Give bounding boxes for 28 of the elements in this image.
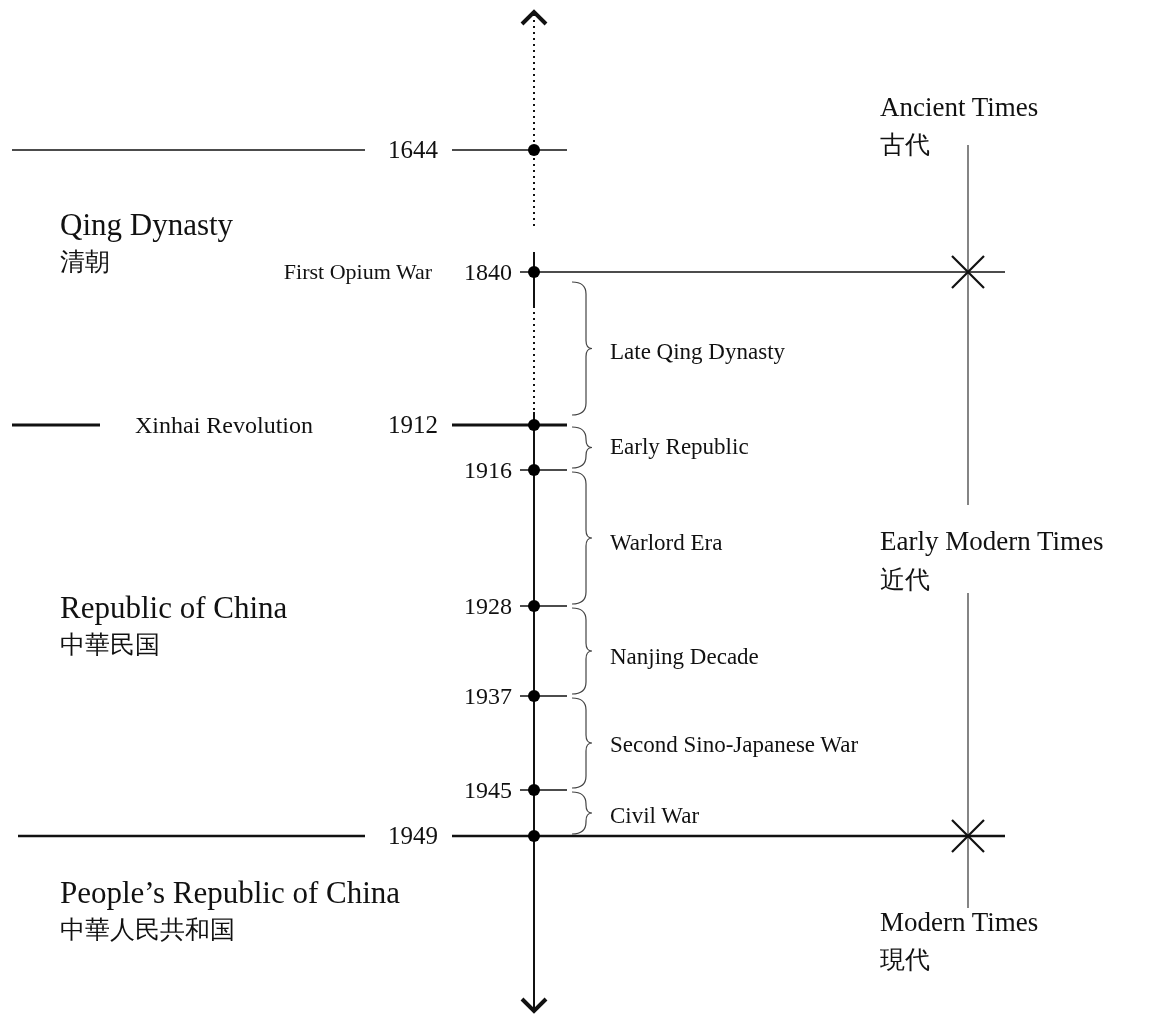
period-label: 中華人民共和国: [60, 916, 235, 944]
period-label: Qing Dynasty: [60, 207, 234, 243]
year-label: 1949: [388, 822, 438, 850]
event-label: Xinhai Revolution: [135, 411, 313, 439]
year-label: 1945: [464, 776, 512, 804]
period-label: Early Republic: [610, 434, 749, 460]
year-label: 1840: [464, 258, 512, 286]
period-label: Nanjing Decade: [610, 644, 759, 670]
era-label: Ancient Times: [880, 93, 1039, 123]
era-label: 現代: [880, 946, 930, 974]
year-label: 1937: [464, 682, 512, 710]
period-label: Late Qing Dynasty: [610, 339, 785, 365]
period-label: 中華民国: [60, 631, 160, 659]
period-label: Civil War: [610, 803, 700, 829]
year-label: 1928: [464, 592, 512, 620]
period-label: Republic of China: [60, 590, 288, 626]
year-label: 1644: [388, 136, 438, 164]
period-label: Warlord Era: [610, 530, 723, 556]
year-label: 1916: [464, 456, 512, 484]
year-label: 1912: [388, 411, 438, 439]
event-label: First Opium War: [283, 259, 432, 285]
era-label: Early Modern Times: [880, 527, 1104, 557]
era-label: 近代: [880, 566, 930, 594]
era-label: 古代: [880, 131, 930, 159]
period-label: People’s Republic of China: [60, 875, 401, 911]
era-label: Modern Times: [880, 908, 1039, 938]
period-label: 清朝: [60, 248, 110, 276]
period-label: Second Sino-Japanese War: [610, 732, 859, 758]
